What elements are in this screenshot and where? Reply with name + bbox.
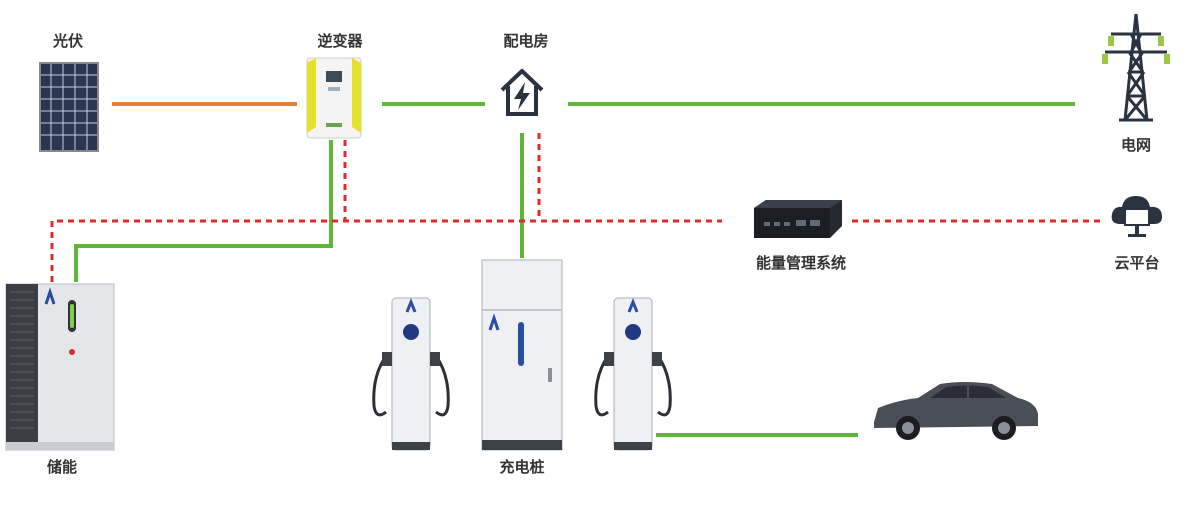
solar-label: 光伏 [52, 32, 84, 50]
solar-panel-icon [39, 62, 99, 152]
house-lightning-icon [500, 69, 544, 116]
transmission-tower-icon [1102, 13, 1170, 122]
inverter-storage-link [74, 140, 333, 282]
ems-label: 能量管理系统 [755, 254, 847, 272]
inverter-icon [306, 57, 362, 139]
signal-bus-left [50, 219, 722, 282]
cloud-computer-icon [1111, 196, 1162, 237]
ev-charger-icon [594, 297, 672, 451]
grid-label: 电网 [1120, 136, 1152, 154]
industrial-pc-icon [754, 200, 842, 238]
distribution-label: 配电房 [503, 32, 549, 50]
storage-label: 储能 [46, 458, 78, 476]
ev-charger-icon [372, 297, 450, 451]
inverter-label: 逆变器 [317, 32, 363, 50]
charger-cabinet-icon [481, 259, 563, 451]
cloud-label: 云平台 [1114, 254, 1160, 272]
battery-cabinet-icon [5, 283, 115, 451]
charger-label: 充电桩 [499, 458, 545, 476]
suv-car-icon [874, 382, 1038, 440]
